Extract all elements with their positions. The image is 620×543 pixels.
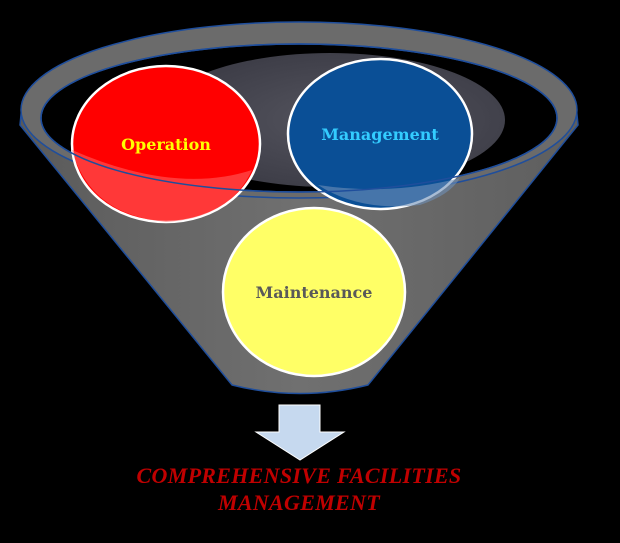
result-title: COMPREHENSIVE FACILITIES MANAGEMENT: [0, 462, 598, 516]
funnel-opening-edge: [40, 43, 558, 193]
management-label: Management: [321, 125, 439, 144]
result-title-line1: COMPREHENSIVE FACILITIES: [136, 463, 462, 488]
down-arrow-icon: [254, 404, 346, 461]
management-circle: Management: [286, 57, 474, 211]
result-title-line2: MANAGEMENT: [218, 490, 380, 515]
operation-label: Operation: [121, 135, 211, 154]
operation-circle: Operation: [70, 64, 262, 224]
maintenance-label: Maintenance: [256, 283, 373, 302]
maintenance-circle: Maintenance: [221, 206, 407, 378]
